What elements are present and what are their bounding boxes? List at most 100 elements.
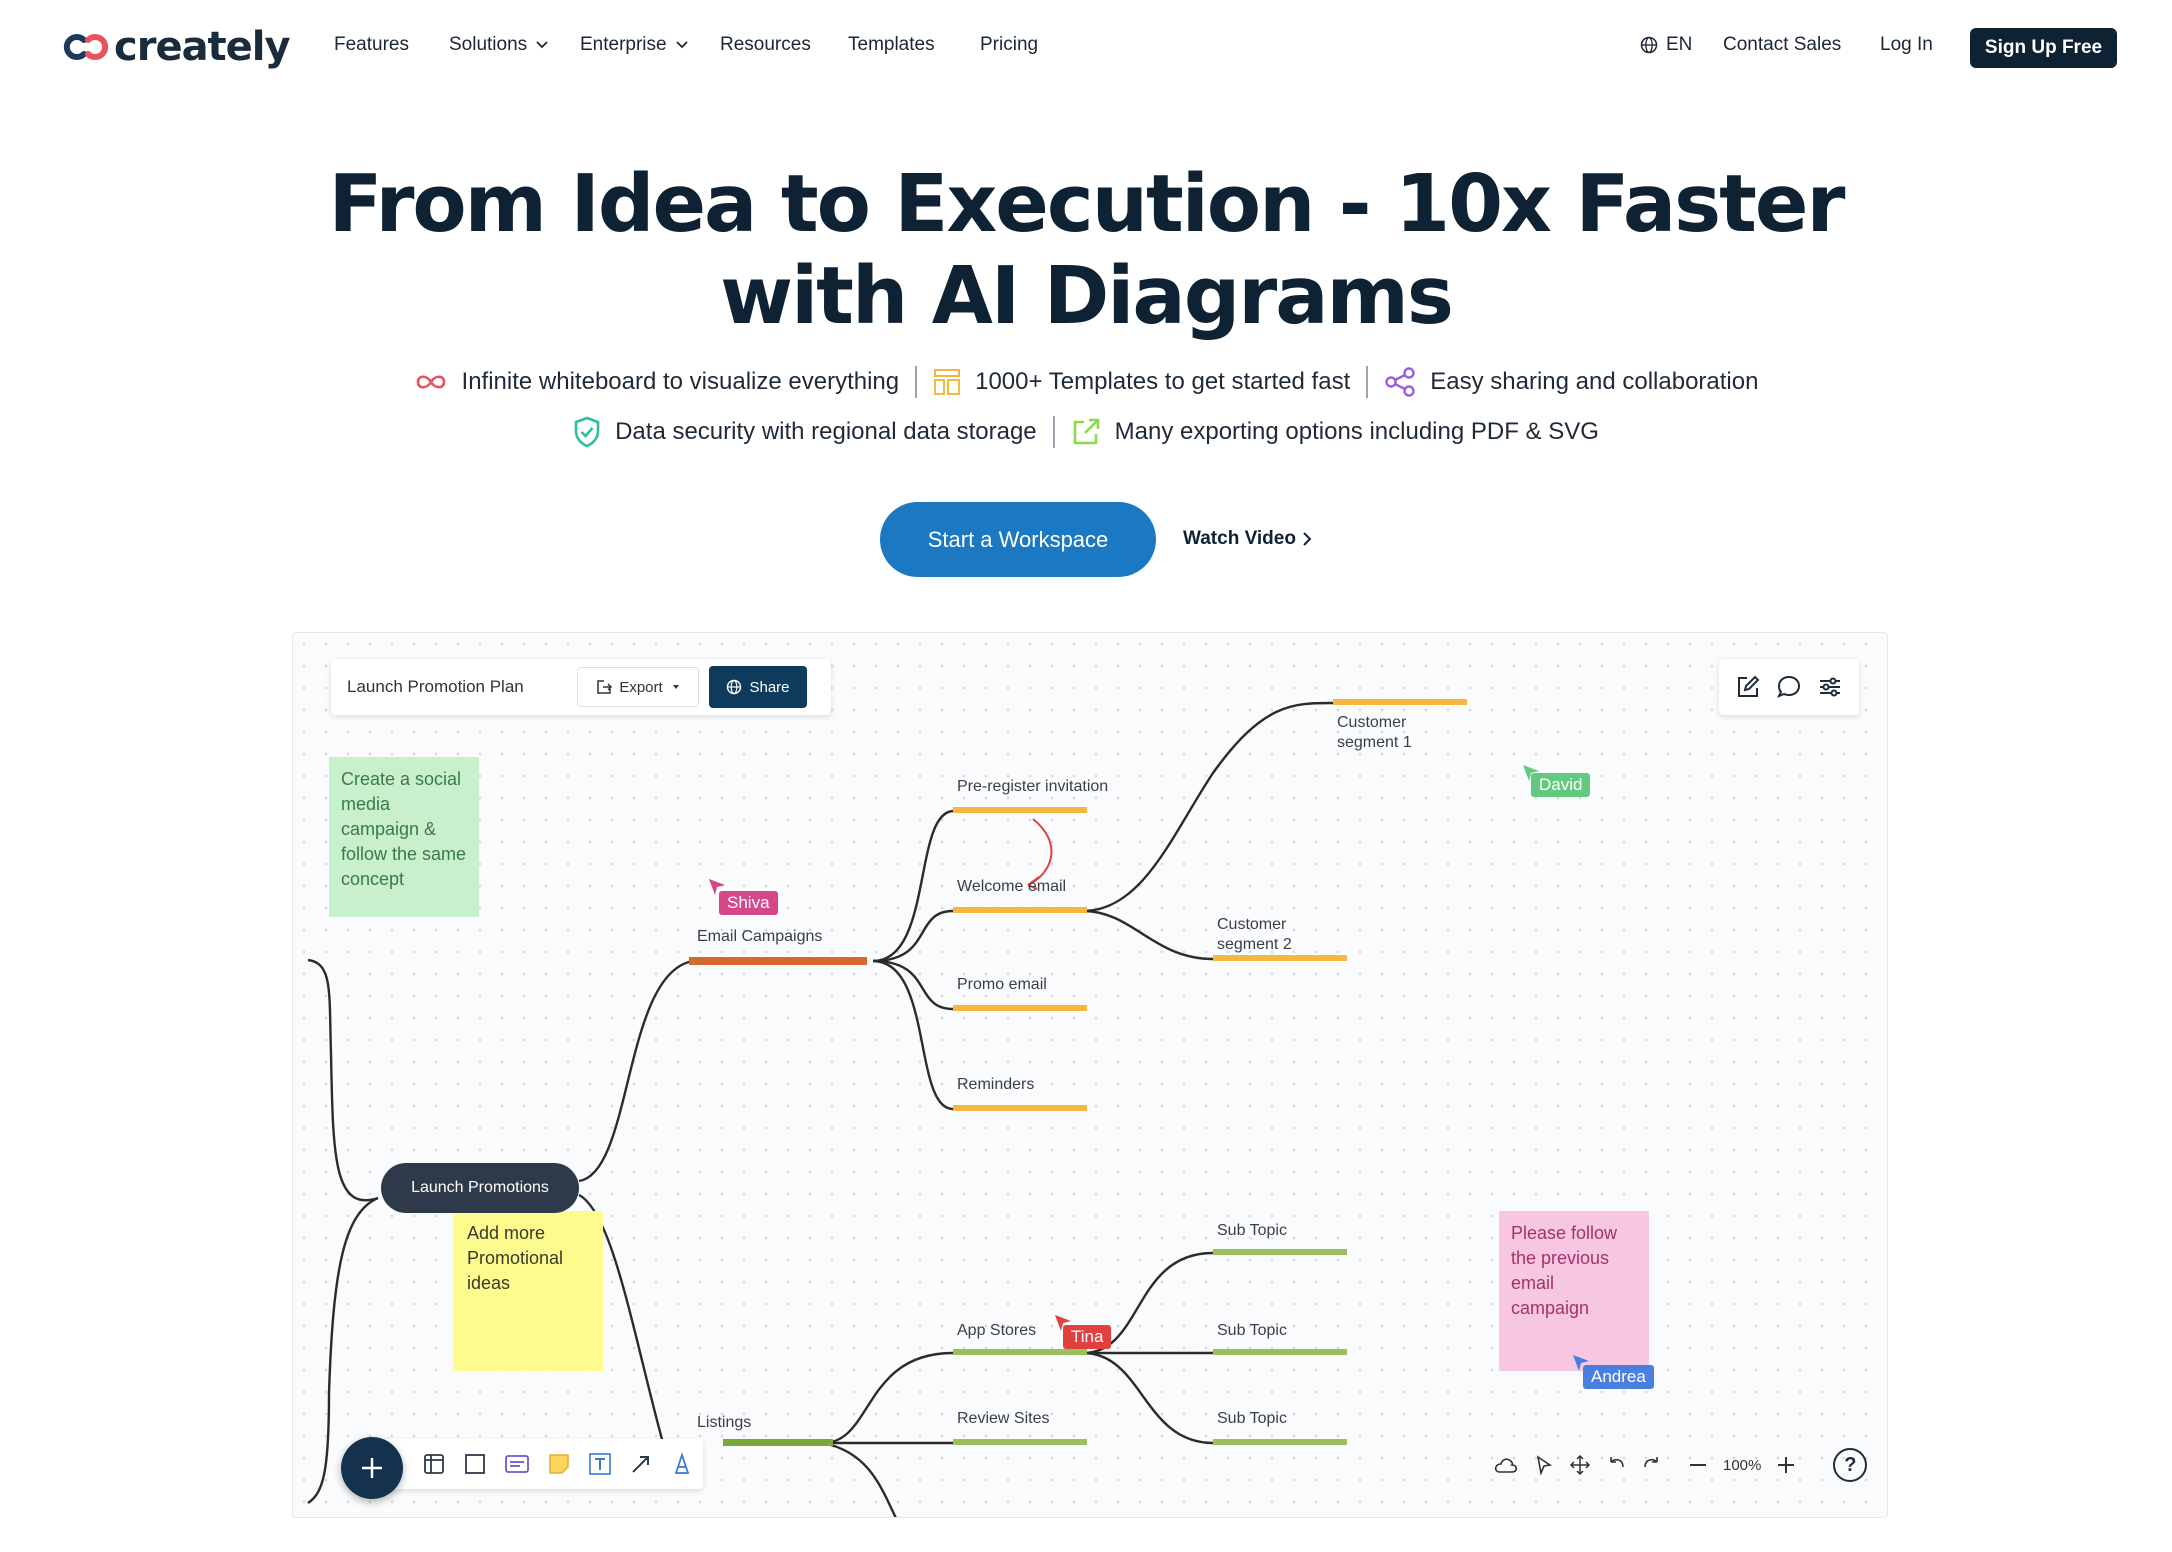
feature-templates: 1000+ Templates to get started fast	[933, 368, 1350, 396]
pen-tool-icon[interactable]	[670, 1452, 694, 1476]
cloud-icon[interactable]	[1493, 1454, 1519, 1476]
sticky-note-green[interactable]: Create a social media campaign & follow …	[329, 757, 479, 917]
nav-enterprise[interactable]: Enterprise	[580, 34, 689, 56]
undo-icon[interactable]	[1605, 1454, 1627, 1476]
redo-icon[interactable]	[1641, 1454, 1663, 1476]
branch-bar	[1213, 1249, 1347, 1255]
sticky-note-yellow[interactable]: Add more Promotional ideas	[453, 1211, 603, 1371]
cursor-arrow-icon	[709, 879, 725, 895]
nav-resources-label: Resources	[720, 34, 811, 55]
contact-sales-link[interactable]: Contact Sales	[1723, 34, 1842, 55]
cursor-tag-andrea: Andrea	[1583, 1365, 1654, 1389]
export-arrow-icon	[1073, 418, 1099, 445]
node-label-line: Customer	[1217, 916, 1287, 933]
feature-data-security: Data security with regional data storage	[573, 416, 1037, 448]
feature-infinite-whiteboard: Infinite whiteboard to visualize everyth…	[414, 368, 900, 396]
add-button[interactable]	[341, 1437, 403, 1499]
nav-solutions[interactable]: Solutions	[449, 34, 549, 56]
start-workspace-button[interactable]: Start a Workspace	[880, 502, 1156, 577]
nav-templates[interactable]: Templates	[848, 34, 935, 56]
login-link[interactable]: Log In	[1880, 34, 1933, 55]
node-label-line: segment 1	[1337, 734, 1412, 751]
feature-separator	[1366, 366, 1369, 398]
canvas-bottom-controls: 100% ?	[1493, 1445, 1868, 1485]
feature-separator	[1052, 416, 1055, 448]
node-welcome-email[interactable]: Welcome email	[957, 878, 1067, 895]
branch-bar	[1333, 699, 1467, 705]
zoom-in-icon[interactable]	[1775, 1454, 1797, 1476]
branch-bar	[953, 907, 1087, 913]
pan-move-icon[interactable]	[1569, 1454, 1591, 1476]
language-selector[interactable]: EN	[1640, 34, 1692, 56]
watch-video-link[interactable]: Watch Video	[1183, 528, 1314, 550]
globe-icon	[1640, 36, 1658, 54]
cursor-tag-david: David	[1531, 773, 1591, 797]
branch-bar	[953, 1005, 1087, 1011]
chevron-down-icon	[536, 41, 548, 49]
nav-enterprise-label: Enterprise	[580, 34, 667, 55]
feature-label: 1000+ Templates to get started fast	[975, 368, 1351, 395]
nav-features[interactable]: Features	[334, 34, 409, 56]
nav-solutions-label: Solutions	[449, 34, 528, 55]
node-listings[interactable]: Listings	[697, 1414, 752, 1431]
comment-icon[interactable]	[1776, 674, 1802, 700]
hero-title-line1: From Idea to Execution - 10x Faster	[328, 158, 1846, 250]
features-row-1: Infinite whiteboard to visualize everyth…	[0, 366, 2172, 398]
export-label: Export	[619, 678, 663, 696]
feature-label: Infinite whiteboard to visualize everyth…	[461, 368, 900, 395]
share-button[interactable]: Share	[709, 666, 807, 708]
nav-resources[interactable]: Resources	[720, 34, 811, 56]
edit-icon[interactable]	[1735, 674, 1761, 700]
sticky-note-pink[interactable]: Please follow the previous email campaig…	[1499, 1211, 1649, 1371]
node-customer-segment-2[interactable]: Customer segment 2	[1217, 915, 1292, 955]
plus-icon	[362, 1458, 382, 1478]
node-review-sites[interactable]: Review Sites	[957, 1410, 1050, 1427]
feature-label: Data security with regional data storage	[615, 418, 1037, 445]
node-sub-topic-3[interactable]: Sub Topic	[1217, 1410, 1287, 1427]
template-panel-icon[interactable]	[422, 1452, 446, 1476]
node-reminders[interactable]: Reminders	[957, 1076, 1035, 1093]
mindmap-connectors	[307, 699, 1467, 1517]
cursor-tag-tina: Tina	[1063, 1325, 1112, 1349]
node-promo-email[interactable]: Promo email	[957, 976, 1047, 993]
branch-bar	[689, 957, 867, 965]
signup-button[interactable]: Sign Up Free	[1970, 28, 2117, 68]
node-sub-topic-2[interactable]: Sub Topic	[1217, 1322, 1287, 1339]
caret-down-icon	[672, 685, 679, 689]
node-pre-register[interactable]: Pre-register invitation	[957, 778, 1109, 795]
globe-icon	[727, 679, 742, 695]
feature-label: Easy sharing and collaboration	[1430, 368, 1759, 395]
connector-tool-icon[interactable]	[629, 1452, 653, 1476]
root-node-launch-promotions[interactable]: Launch Promotions	[381, 1163, 579, 1213]
settings-sliders-icon[interactable]	[1817, 674, 1843, 700]
nav-pricing[interactable]: Pricing	[980, 34, 1038, 56]
features-row-2: Data security with regional data storage…	[0, 416, 2172, 448]
creately-logo-icon	[63, 34, 109, 60]
diagram-canvas-preview[interactable]: Launch Promotion Plan Export Share	[292, 632, 1888, 1518]
infinity-icon	[416, 375, 445, 389]
zoom-out-icon[interactable]	[1687, 1454, 1709, 1476]
branch-bar	[1213, 955, 1347, 961]
node-app-stores[interactable]: App Stores	[957, 1322, 1037, 1339]
cursor-arrow-icon	[1573, 1355, 1589, 1371]
node-label-line: segment 2	[1217, 936, 1292, 953]
template-icon	[934, 369, 961, 395]
node-sub-topic-1[interactable]: Sub Topic	[1217, 1222, 1287, 1239]
sticky-note-tool-icon[interactable]	[547, 1452, 571, 1476]
help-button[interactable]: ?	[1833, 1448, 1868, 1482]
rectangle-tool-icon[interactable]	[463, 1452, 487, 1476]
document-title[interactable]: Launch Promotion Plan	[347, 677, 524, 696]
feature-label: Many exporting options including PDF & S…	[1114, 418, 1599, 445]
shield-check-icon	[574, 416, 600, 448]
canvas-right-tools	[1719, 659, 1859, 715]
export-button[interactable]: Export	[577, 667, 699, 707]
select-pointer-icon[interactable]	[1533, 1454, 1555, 1476]
node-email-campaigns[interactable]: Email Campaigns	[697, 928, 823, 945]
branch-bar	[953, 1439, 1087, 1445]
node-customer-segment-1[interactable]: Customer segment 1	[1337, 713, 1412, 753]
top-navigation: creately Features Solutions Enterprise R…	[0, 0, 2172, 96]
chevron-right-icon	[1303, 532, 1312, 546]
text-tool-icon[interactable]	[588, 1452, 612, 1476]
card-tool-icon[interactable]	[504, 1452, 530, 1476]
creately-logo[interactable]: creately	[62, 24, 291, 70]
